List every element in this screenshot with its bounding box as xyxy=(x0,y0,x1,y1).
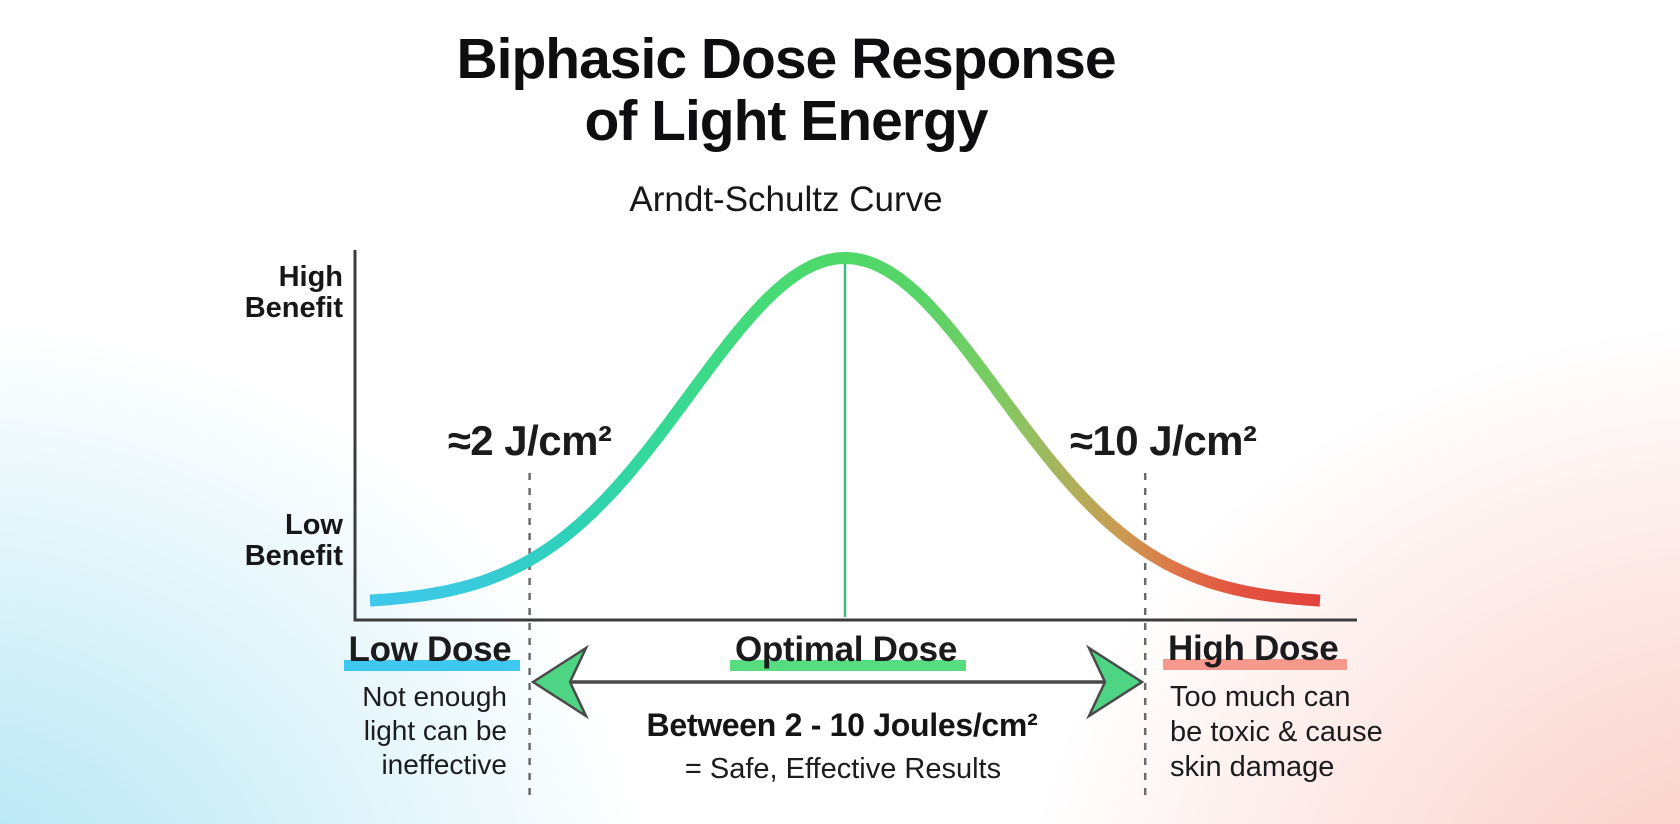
high-dose-description: Too much can be toxic & cause skin damag… xyxy=(1170,681,1383,783)
optimal-dose-highlight-bar xyxy=(729,660,966,671)
zone-title-high-dose: High Dose xyxy=(1163,629,1348,670)
optimal-dose-label-text: Optimal Dose xyxy=(734,630,957,669)
page-title: Biphasic Dose Response of Light Energy xyxy=(456,27,1116,153)
high-threshold-label: ≈10 J/cm² xyxy=(1069,417,1257,464)
arrow-head-right-icon xyxy=(1086,644,1145,720)
low-dose-label-text: Low Dose xyxy=(348,630,512,669)
high-dose-highlight-bar xyxy=(1163,659,1348,670)
low-threshold-label: ≈2 J/cm² xyxy=(447,417,612,464)
zone-title-low-dose: Low Dose xyxy=(330,630,530,671)
optimal-range-arrow xyxy=(530,644,1145,720)
low-dose-description: Not enough light can be ineffective xyxy=(362,681,507,780)
dose-response-curve xyxy=(368,252,1322,607)
arrow-head-left-icon xyxy=(530,644,589,720)
low-dose-highlight-bar xyxy=(343,660,521,671)
high-dose-label-text: High Dose xyxy=(1168,629,1339,668)
optimal-dose-result-caption: = Safe, Effective Results xyxy=(684,753,1002,785)
optimal-dose-range-caption: Between 2 - 10 Joules/cm² xyxy=(646,707,1038,743)
page-subtitle: Arndt-Schultz Curve xyxy=(629,180,943,219)
y-axis-label-high-benefit: High Benefit xyxy=(244,261,343,324)
zone-title-optimal-dose: Optimal Dose xyxy=(696,630,996,671)
y-axis-label-low-benefit: Low Benefit xyxy=(244,509,343,572)
